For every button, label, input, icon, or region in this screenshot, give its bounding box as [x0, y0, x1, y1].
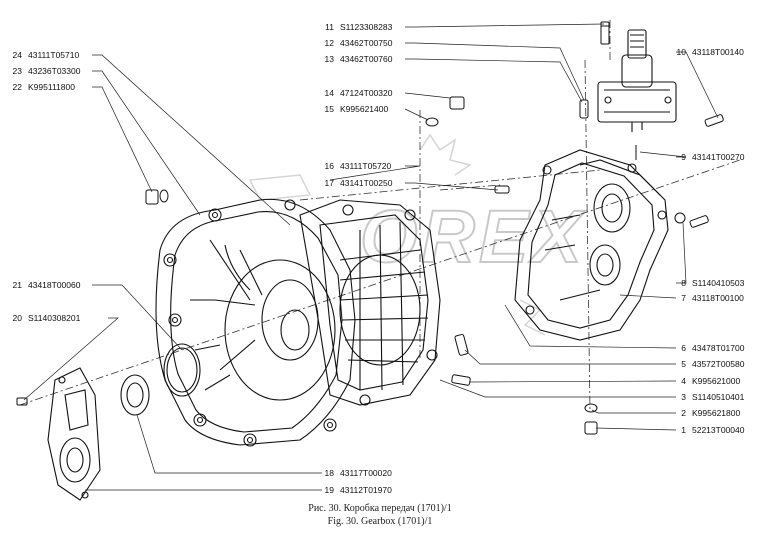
- fasteners: [16, 21, 724, 435]
- callout-number: 22: [12, 82, 22, 92]
- callout-label: 15 K995621400: [318, 104, 389, 114]
- callout-number: 12: [324, 38, 334, 48]
- callout-label: 6 43478T01700: [672, 343, 744, 353]
- callout-number: 14: [324, 88, 334, 98]
- callout-number: 7: [681, 293, 686, 303]
- part-number: 52213T00040: [692, 425, 745, 435]
- shift-tower: [597, 29, 677, 132]
- watermark-logo: OREX: [248, 133, 586, 336]
- callout-number: 17: [324, 178, 334, 188]
- callout-label: 17 43141T00250: [318, 178, 393, 188]
- part-number: K995621000: [692, 376, 741, 386]
- callout-label: 11 S1123308283: [318, 22, 392, 32]
- callout-label: 20 S1140308201: [6, 313, 81, 323]
- gasket-ring: [163, 343, 201, 397]
- part-number: 43111T05720: [340, 161, 392, 171]
- callout-label: 4 K995621000: [672, 376, 740, 386]
- leader-lines: [23, 23, 719, 491]
- callout-label: 24 43111T05710: [6, 50, 80, 60]
- part-number: 43118T00100: [692, 293, 744, 303]
- callout-label: 7 43118T00100: [672, 293, 744, 303]
- part-number: K995621800: [692, 408, 741, 418]
- figure-caption-en: Fig. 30. Gearbox (1701)/1: [327, 516, 433, 527]
- callout-label: 2 K995621800: [672, 408, 740, 418]
- callout-label: 13 43462T00760: [318, 54, 393, 64]
- part-number: S1123308283: [340, 22, 393, 32]
- callout-number: 11: [325, 22, 334, 32]
- part-number: 43236T03300: [28, 66, 81, 76]
- callout-number: 21: [12, 280, 22, 290]
- callout-label: 22 K995111800: [6, 82, 75, 92]
- bell-housing: [155, 198, 356, 447]
- callout-number: 18: [324, 468, 334, 478]
- callout-label: 1 52213T00040: [672, 425, 744, 435]
- part-number: 43462T00750: [340, 38, 393, 48]
- callout-label: 5 43572T00580: [672, 359, 744, 369]
- svg-text:OREX: OREX: [360, 195, 586, 278]
- callout-label: 10 43118T00140: [672, 47, 744, 57]
- part-number: 43141T00250: [340, 178, 393, 188]
- part-number: 43418T00060: [28, 280, 81, 290]
- part-number: 43462T00760: [340, 54, 393, 64]
- part-number: 43478T01700: [692, 343, 745, 353]
- callout-number: 1: [681, 425, 686, 435]
- callout-number: 2: [681, 408, 686, 418]
- callout-number: 20: [12, 313, 22, 323]
- figure-caption-ru: Рис. 30. Коробка передач (1701)/1: [308, 503, 452, 514]
- callout-label: 19 43112T01970: [318, 485, 392, 495]
- part-number: K995111800: [28, 82, 75, 92]
- callout-label: 18 43117T00020: [318, 468, 392, 478]
- part-number: S1140410503: [692, 278, 745, 288]
- part-number: 43117T00020: [340, 468, 392, 478]
- part-number: 43111T05710: [28, 50, 80, 60]
- rear-housing: [514, 149, 669, 341]
- part-number: 43141T00270: [692, 152, 745, 162]
- part-number: K995621400: [340, 104, 389, 114]
- part-number: S1140308201: [28, 313, 81, 323]
- callout-number: 6: [681, 343, 686, 353]
- bearing-cover: [47, 367, 101, 501]
- callout-label: 16 43111T05720: [318, 161, 392, 171]
- callout-number: 3: [681, 392, 686, 402]
- part-number: 43572T00580: [692, 359, 745, 369]
- callout-number: 16: [324, 161, 334, 171]
- callout-label: 14 47124T00320: [318, 88, 393, 98]
- callout-label: 23 43236T03300: [6, 66, 81, 76]
- callout-number: 24: [12, 50, 22, 60]
- callout-number: 23: [12, 66, 22, 76]
- part-number: 47124T00320: [340, 88, 393, 98]
- callout-label: 21 43418T00060: [6, 280, 81, 290]
- oil-seal: [120, 374, 150, 416]
- part-number: S1140510401: [692, 392, 745, 402]
- callout-number: 15: [324, 104, 334, 114]
- callout-label: 12 43462T00750: [318, 38, 393, 48]
- part-number: 43118T00140: [692, 47, 744, 57]
- callout-label: 9 43141T00270: [672, 152, 744, 162]
- callout-number: 4: [681, 376, 686, 386]
- callout-label: 3 S1140510401: [672, 392, 744, 402]
- gearbox-case: [299, 199, 441, 406]
- callout-label: 8 S1140410503: [672, 278, 744, 288]
- callout-number: 8: [681, 278, 686, 288]
- callout-number: 10: [676, 47, 686, 57]
- callout-number: 9: [681, 152, 686, 162]
- callout-number: 19: [324, 485, 334, 495]
- callout-number: 13: [324, 54, 334, 64]
- part-number: 43112T01970: [340, 485, 392, 495]
- callout-number: 5: [681, 359, 686, 369]
